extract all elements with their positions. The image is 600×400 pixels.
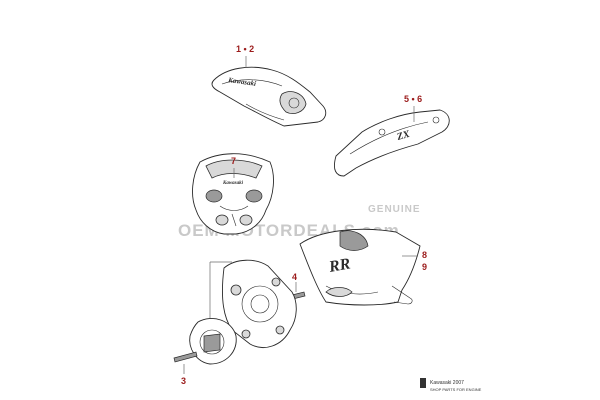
signature-line2: SHOP PARTS FOR ENGINE [430,387,482,392]
part-clutch-cover[interactable] [189,318,237,365]
signature-line1: Kawasaki 2007 [430,380,464,386]
fairing-brand-decal: Kawasaki [222,181,244,186]
callout-9: 9 [422,262,427,272]
tail-model-decal: ZX [395,129,412,143]
part-tail-cover[interactable]: ZX [333,109,450,177]
tank-brand-decal: Kawasaki [227,76,257,88]
callout-7: 7 [231,156,236,166]
part-engine-cover[interactable] [222,259,297,348]
watermark-line1: GENUINE [368,204,421,215]
signature-block: Kawasaki 2007 SHOP PARTS FOR ENGINE [420,378,482,392]
part-tank-cover[interactable]: Kawasaki [211,66,327,127]
callout-3: 3 [181,376,186,386]
part-bolt-3[interactable] [173,351,198,363]
side-model-decal: RR [327,255,352,276]
callout-8: 8 [422,250,427,260]
part-side-fairing[interactable]: RR [299,228,421,306]
callout-5-6: 5 • 6 [404,94,422,104]
signature-logo-icon [420,378,426,388]
callout-1-2: 1 • 2 [236,44,254,54]
callout-4: 4 [292,272,297,282]
